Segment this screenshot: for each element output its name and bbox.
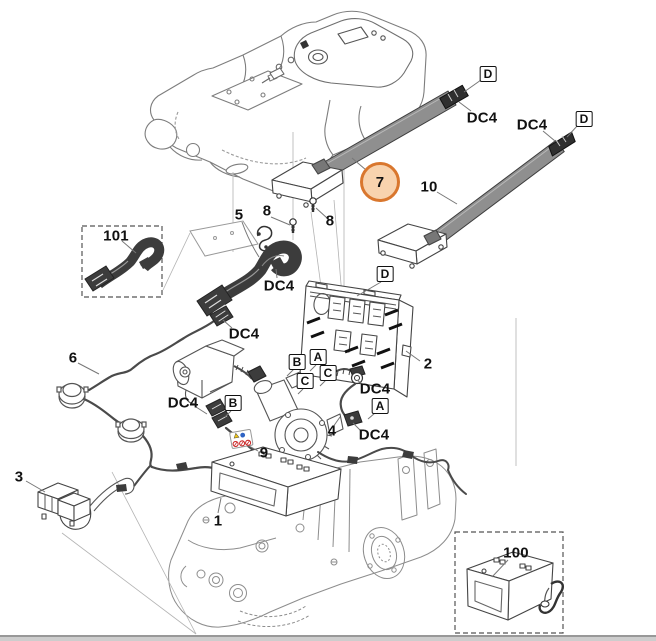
part-100-battery: [466, 551, 564, 621]
connector-label-dc4-6: DC4: [359, 380, 391, 398]
harness-6-connector: [209, 305, 234, 327]
leader-lines: [25, 79, 579, 578]
part-label-9: 9: [259, 444, 269, 462]
cable-10-connector: [548, 131, 576, 157]
right-harness-wire: [317, 446, 467, 495]
part-101-ribbon-cable: [84, 237, 165, 292]
screws-8: [289, 197, 317, 233]
mounting-plate: [189, 220, 259, 257]
part-label-10: 10: [420, 178, 438, 196]
cable-7-connector: [439, 84, 469, 110]
part-label-5: 5: [234, 206, 244, 224]
part-label-6: 6: [68, 349, 78, 367]
port-marker-d-2: D: [575, 111, 593, 127]
part-label-101: 101: [103, 227, 129, 245]
port-marker-c-2: C: [296, 373, 314, 389]
part-label-2: 2: [423, 355, 433, 373]
sensor-cap-left: [56, 382, 89, 409]
prohibition-icons: [232, 439, 252, 448]
part-10-assembly: [377, 131, 576, 269]
reference-box-101: [81, 225, 165, 298]
reference-box-100: [454, 531, 564, 634]
part-label-1: 1: [213, 512, 223, 530]
wire-clip: [256, 225, 273, 252]
warning-triangle-icon: [233, 432, 240, 439]
port-marker-d-1: D: [479, 66, 497, 82]
connector-label-dc4-3: DC4: [263, 277, 295, 295]
part-label-8a: 8: [262, 202, 272, 220]
part-7-assembly: [271, 84, 469, 208]
part-label-4: 4: [327, 422, 337, 440]
part-label-7: 7: [360, 162, 400, 202]
port-marker-d-3: D: [376, 266, 394, 282]
connector-label-dc4-7: DC4: [358, 426, 390, 444]
battery-part-1: [210, 446, 342, 517]
port-marker-b-2: B: [224, 395, 242, 411]
part-label-100: 100: [503, 544, 529, 562]
port-marker-c-1: C: [319, 365, 337, 381]
part-3-bracket: [37, 464, 152, 530]
port-marker-b-1: B: [288, 354, 306, 370]
warning-sticker: [229, 428, 254, 449]
part-5-ribbon-cable: [196, 240, 302, 317]
connector-label-dc4-5: DC4: [167, 394, 199, 412]
sensor-cap-right: [115, 418, 147, 443]
port-marker-a-2: A: [371, 398, 389, 414]
mower-top-housing: [144, 10, 427, 198]
part-label-8b: 8: [325, 212, 335, 230]
left-motor: [172, 339, 267, 405]
port-marker-a-1: A: [309, 349, 327, 365]
part-label-3: 3: [14, 468, 24, 486]
gearbox-motor: [253, 371, 344, 472]
connector-label-dc4-2: DC4: [516, 116, 548, 134]
connector-label-dc4-4: DC4: [228, 325, 260, 343]
projection-lines: [61, 132, 517, 635]
connector-label-dc4-1: DC4: [466, 109, 498, 127]
footer-bar: [0, 635, 656, 641]
info-circle-icon: [240, 432, 246, 438]
